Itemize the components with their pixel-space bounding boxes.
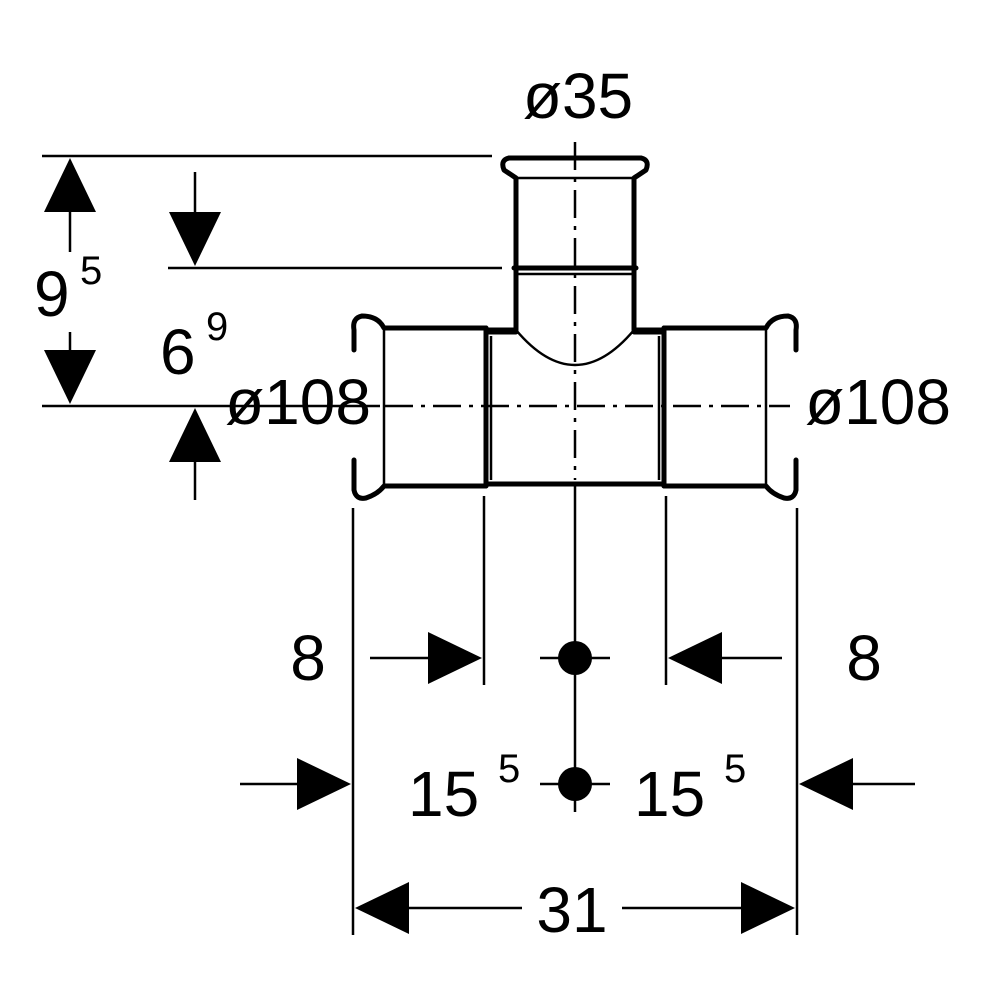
arrow-up-socket xyxy=(169,408,221,462)
right-socket-length-value: 8 xyxy=(846,622,882,694)
left-diameter-label: ø108 xyxy=(225,366,371,438)
arrow-right-left-socket xyxy=(428,632,482,684)
height-socket-value: 6 xyxy=(160,316,196,388)
arrow-down-total xyxy=(44,350,96,404)
branch-socket-outline xyxy=(500,155,650,271)
socket-height-dimension: 6 9 xyxy=(160,172,502,500)
left-half-fraction: 5 xyxy=(498,747,520,791)
arrow-left-total xyxy=(355,882,409,934)
center-markers xyxy=(540,641,610,801)
right-socket-outline xyxy=(661,313,799,501)
arrow-right-half xyxy=(297,758,351,810)
right-half-value: 15 xyxy=(634,758,705,830)
right-socket-length-dimension: 8 xyxy=(668,622,882,694)
arrow-left-right-socket xyxy=(668,632,722,684)
arrow-right-total xyxy=(741,882,795,934)
left-socket-length-value: 8 xyxy=(290,622,326,694)
center-point-upper xyxy=(558,641,592,675)
center-point-lower xyxy=(558,767,592,801)
total-length-value: 31 xyxy=(536,874,607,946)
half-length-dimension: 15 5 15 5 xyxy=(240,747,915,830)
arrow-up-total xyxy=(44,158,96,212)
left-socket-length-dimension: 8 xyxy=(290,622,482,694)
height-total-fraction: 5 xyxy=(80,249,102,293)
left-half-value: 15 xyxy=(408,758,479,830)
top-diameter-label: ø35 xyxy=(523,60,633,132)
right-half-fraction: 5 xyxy=(724,747,746,791)
total-length-dimension: 31 xyxy=(355,874,795,946)
height-total-value: 9 xyxy=(34,258,70,330)
total-height-dimension: 9 5 xyxy=(34,154,492,408)
height-socket-fraction: 9 xyxy=(206,305,228,349)
horizontal-extension-lines xyxy=(351,484,799,935)
branch-intersection-curve xyxy=(515,329,635,367)
left-socket-outline xyxy=(351,313,489,501)
arrow-left-half xyxy=(799,758,853,810)
arrow-down-socket xyxy=(169,212,221,266)
right-diameter-label: ø108 xyxy=(805,366,951,438)
